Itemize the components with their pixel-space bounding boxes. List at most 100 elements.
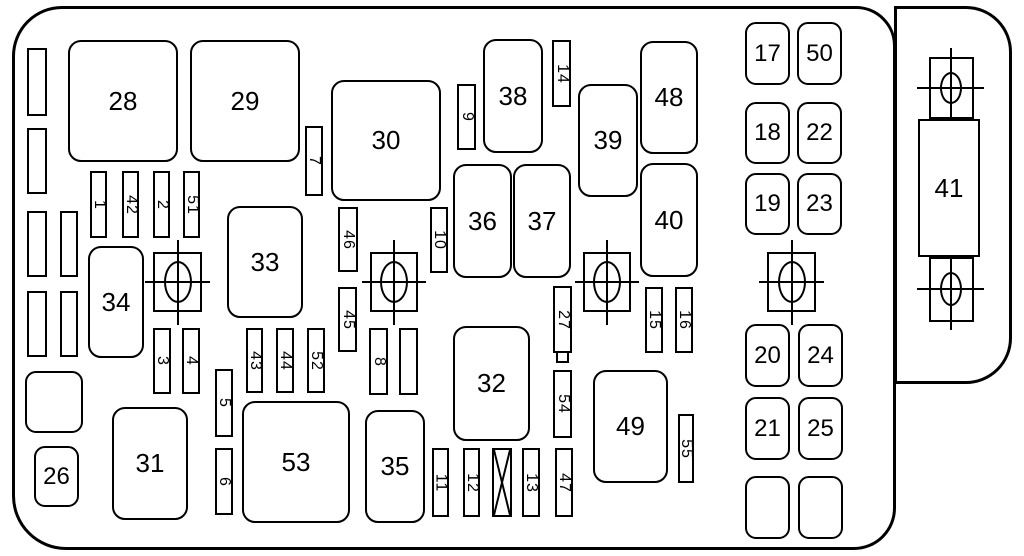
label-20: 20	[754, 341, 781, 369]
relay-box-39: 39	[578, 84, 638, 197]
label-50: 50	[806, 39, 833, 67]
label-40: 40	[654, 204, 684, 235]
fuse-51: 51	[183, 171, 201, 238]
fuse-11: 11	[432, 448, 450, 517]
relay-box-37: 37	[513, 164, 571, 278]
blank-fuse	[27, 291, 47, 357]
label-5: 5	[216, 398, 233, 408]
label-52: 52	[308, 350, 326, 371]
relay-box-32: 32	[453, 326, 530, 441]
blank-box	[745, 476, 790, 539]
label-23: 23	[806, 190, 833, 217]
label-49: 49	[616, 411, 645, 441]
label-18: 18	[754, 119, 781, 146]
crossed-fuse	[492, 448, 512, 517]
fuse-27-tab	[556, 351, 569, 363]
label-9: 9	[458, 112, 476, 122]
fuse-54: 54	[553, 370, 572, 438]
label-12: 12	[463, 472, 481, 493]
fuse-46: 46	[338, 207, 358, 272]
label-26: 26	[43, 462, 70, 490]
fuse-15: 15	[645, 287, 663, 353]
label-22: 22	[806, 119, 833, 146]
fuse-1: 1	[90, 171, 108, 238]
mega-fuse-crosshair-vertical	[950, 245, 952, 330]
label-53: 53	[281, 446, 311, 477]
label-25: 25	[807, 414, 834, 442]
label-55: 55	[678, 438, 696, 459]
fuse-47: 47	[555, 448, 573, 517]
relay-box-48: 48	[640, 41, 698, 154]
label-39: 39	[593, 125, 623, 155]
label-38: 38	[498, 80, 528, 111]
fuse-box-24: 24	[798, 324, 843, 387]
fuse-5: 5	[215, 369, 233, 437]
relay-box-35: 35	[365, 410, 425, 523]
fuse-12: 12	[463, 448, 481, 517]
fuse-box-20: 20	[745, 324, 790, 387]
label-45: 45	[339, 309, 357, 330]
fuse-box-17: 17	[745, 22, 790, 85]
mega-fuse-crosshair-horizontal	[917, 288, 984, 290]
fuse-box-50: 50	[797, 22, 842, 85]
label-27: 27	[554, 309, 572, 330]
mega-fuse-crosshair-vertical	[950, 48, 952, 132]
fuse-7: 7	[305, 126, 323, 196]
relay-box-28: 28	[68, 40, 178, 162]
blank-fuse	[27, 211, 47, 277]
x-cross-icon	[494, 450, 510, 515]
fuse-52: 52	[307, 328, 325, 393]
label-21: 21	[754, 414, 781, 442]
label-41: 41	[934, 172, 964, 203]
label-11: 11	[432, 473, 450, 492]
label-2: 2	[153, 199, 171, 210]
label-19: 19	[754, 190, 781, 217]
label-24: 24	[807, 341, 834, 369]
label-42: 42	[122, 194, 140, 215]
label-31: 31	[135, 448, 165, 478]
relay-box-40: 40	[640, 163, 698, 277]
label-7: 7	[306, 156, 323, 166]
fuse-6: 6	[215, 448, 233, 515]
label-32: 32	[477, 368, 506, 398]
label-54: 54	[554, 394, 572, 414]
label-51: 51	[183, 194, 201, 215]
label-30: 30	[371, 125, 401, 155]
fuse-55: 55	[678, 414, 696, 483]
fuse-13: 13	[522, 448, 540, 517]
blank-box	[798, 476, 843, 539]
label-1: 1	[90, 199, 108, 210]
blank-fuse	[60, 291, 78, 357]
label-36: 36	[468, 205, 497, 236]
label-47: 47	[556, 472, 574, 493]
blank-fuse	[60, 211, 78, 277]
fuse-43: 43	[246, 328, 264, 393]
blank-fuse	[399, 328, 418, 395]
label-43: 43	[246, 350, 264, 371]
label-3: 3	[154, 356, 171, 366]
fuse-10: 10	[430, 207, 448, 273]
label-35: 35	[380, 451, 410, 481]
label-33: 33	[250, 246, 280, 277]
relay-box-29: 29	[190, 40, 300, 162]
label-17: 17	[754, 39, 781, 67]
relay-box-33: 33	[227, 206, 303, 318]
stud-crosshair-horizontal	[575, 281, 639, 283]
stud-crosshair-horizontal	[759, 281, 824, 283]
fuse-box-21: 21	[745, 397, 790, 460]
label-4: 4	[183, 356, 200, 366]
label-10: 10	[431, 230, 449, 250]
label-8: 8	[370, 356, 388, 367]
fuse-44: 44	[276, 328, 294, 393]
label-34: 34	[101, 286, 131, 317]
label-6: 6	[216, 476, 233, 487]
fuse-8: 8	[369, 328, 388, 395]
label-37: 37	[527, 205, 557, 236]
stud-crosshair-horizontal	[145, 281, 210, 283]
fuse-box-26: 26	[34, 446, 79, 507]
label-14: 14	[553, 63, 571, 84]
fuse-9: 9	[457, 84, 476, 150]
fuse-3: 3	[153, 328, 171, 394]
blank-fuse	[27, 48, 47, 116]
label-46: 46	[340, 229, 358, 250]
